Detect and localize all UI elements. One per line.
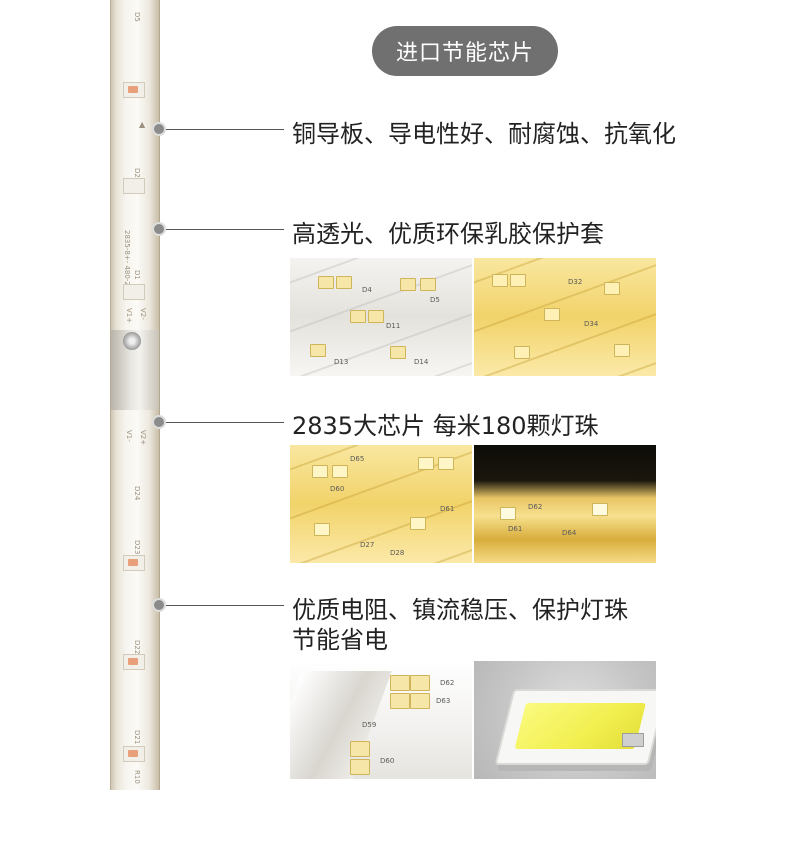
callout-dot	[152, 598, 166, 612]
strip-label-d21: D21	[133, 730, 141, 745]
strip-led	[128, 750, 138, 757]
photo-label: D62	[440, 679, 455, 687]
callout-leader	[166, 422, 284, 423]
photo-label: D61	[508, 525, 523, 533]
strip-led	[128, 658, 138, 665]
callout-protective-sleeve: 高透光、优质环保乳胶保护套	[292, 220, 604, 248]
strip-arrow: ▲	[139, 120, 146, 129]
photo-label: D14	[414, 358, 429, 366]
photo-white-strip: D4 D5 D11 D13 D14	[290, 258, 472, 376]
strip-label-d1: D1	[133, 270, 141, 280]
strip-label-v1: V1+	[125, 308, 133, 324]
photo-label: D63	[436, 697, 451, 705]
callout-leader	[166, 605, 284, 606]
strip-label-d22: D22	[133, 640, 141, 655]
photo-label: D32	[568, 278, 583, 286]
photo-label: D62	[528, 503, 543, 511]
photo-label: D28	[390, 549, 405, 557]
callout-leader	[166, 129, 284, 130]
strip-label-d5: D5	[133, 12, 141, 22]
photo-label: D13	[334, 358, 349, 366]
callout-chip-spec: 2835大芯片 每米180颗灯珠	[292, 412, 599, 440]
photo-label: D11	[386, 322, 401, 330]
photo-label: D60	[330, 485, 345, 493]
photo-label: D60	[380, 757, 395, 765]
strip-screw	[123, 332, 141, 350]
strip-label-v2: V2-	[139, 308, 147, 320]
photo-label: D61	[440, 505, 455, 513]
title-pill: 进口节能芯片	[372, 26, 558, 76]
photo-sleeve	[290, 671, 392, 779]
callout-copper-board: 铜导板、导电性好、耐腐蚀、抗氧化	[292, 120, 676, 148]
photo-label: D5	[430, 296, 440, 304]
callout-dot	[152, 415, 166, 429]
smd-chip-body	[494, 689, 656, 765]
strip-led	[128, 559, 138, 566]
callout-energy-saving: 节能省电	[292, 626, 388, 654]
photo-label: D65	[350, 455, 365, 463]
photo-warm-closeup: D65 D60 D61 D27 D28	[290, 445, 472, 563]
strip-label-d23: D23	[133, 540, 141, 555]
photo-label: D27	[360, 541, 375, 549]
photo-label: D64	[562, 529, 577, 537]
photo-smd-chip	[474, 661, 656, 779]
photo-warm-strip: D32 D34	[474, 258, 656, 376]
callout-dot	[152, 122, 166, 136]
smd-chip-pin	[622, 733, 644, 747]
strip-label-d24: D24	[133, 486, 141, 501]
photo-label: D34	[584, 320, 599, 328]
strip-pad	[123, 284, 145, 300]
strip-led	[128, 86, 138, 93]
strip-label-r10: R10	[133, 770, 141, 784]
page-title: 进口节能芯片	[395, 41, 534, 66]
strip-label-v1b: V1-	[125, 430, 133, 442]
strip-pad	[123, 178, 145, 194]
callout-resistor: 优质电阻、镇流稳压、保护灯珠	[292, 596, 628, 624]
callout-leader	[166, 229, 284, 230]
callout-dot	[152, 222, 166, 236]
photo-macro-leds: D62 D63 D59 D60	[290, 661, 472, 779]
strip-label-v2b: V2+	[139, 430, 147, 446]
photo-label: D59	[362, 721, 377, 729]
led-strip: D5 ▲ D2 2835-8+- 480-20B D1 V1+ V2- V1- …	[110, 0, 160, 790]
photo-label: D4	[362, 286, 372, 294]
strip-label-d2: D2	[133, 168, 141, 178]
photo-lit-strip: D62 D61 D64	[474, 445, 656, 563]
